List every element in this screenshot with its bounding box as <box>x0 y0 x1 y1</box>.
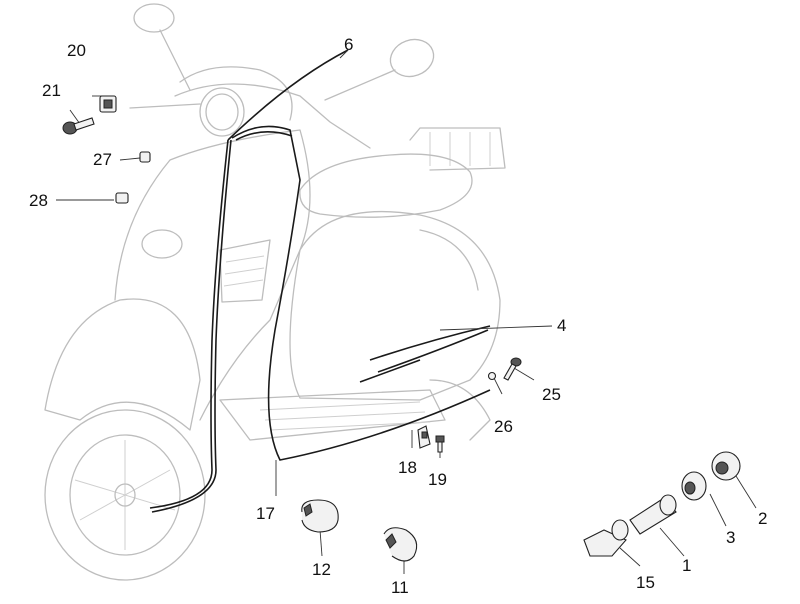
part-26-washer <box>487 371 497 381</box>
cables <box>149 49 491 513</box>
part-28-nut <box>115 192 129 204</box>
callout-3: 3 <box>726 528 736 547</box>
callout-25: 25 <box>542 385 561 404</box>
callout-26: 26 <box>494 417 513 436</box>
callout-1: 1 <box>682 556 692 575</box>
part-27-nut <box>139 151 151 163</box>
callout-15: 15 <box>636 573 655 592</box>
small-parts <box>62 95 741 562</box>
callout-19: 19 <box>428 470 447 489</box>
callout-6: 6 <box>344 35 354 54</box>
scooter-outline <box>44 3 506 581</box>
part-18-bracket <box>417 425 431 449</box>
callout-20: 20 <box>67 41 86 60</box>
part-11-clamp <box>383 527 418 562</box>
part-21-screw <box>62 117 95 135</box>
callout-18: 18 <box>398 458 417 477</box>
callout-17: 17 <box>256 504 275 523</box>
leader-lines <box>56 49 757 574</box>
callout-2: 2 <box>758 509 768 528</box>
part-25-bolt <box>503 357 522 381</box>
part-12-clamp <box>301 499 339 533</box>
callout-21: 21 <box>42 81 61 100</box>
callout-12: 12 <box>312 560 331 579</box>
part-15-sleeve <box>583 519 629 557</box>
part-19-screw <box>435 435 445 453</box>
callout-28: 28 <box>29 191 48 210</box>
part-20-clip <box>99 95 117 113</box>
part-2-cap <box>711 451 741 481</box>
part-3-ring <box>681 471 707 501</box>
part-1-tube <box>629 494 677 535</box>
callout-4: 4 <box>557 316 567 335</box>
callout-11: 11 <box>391 578 409 597</box>
callout-27: 27 <box>93 150 112 169</box>
